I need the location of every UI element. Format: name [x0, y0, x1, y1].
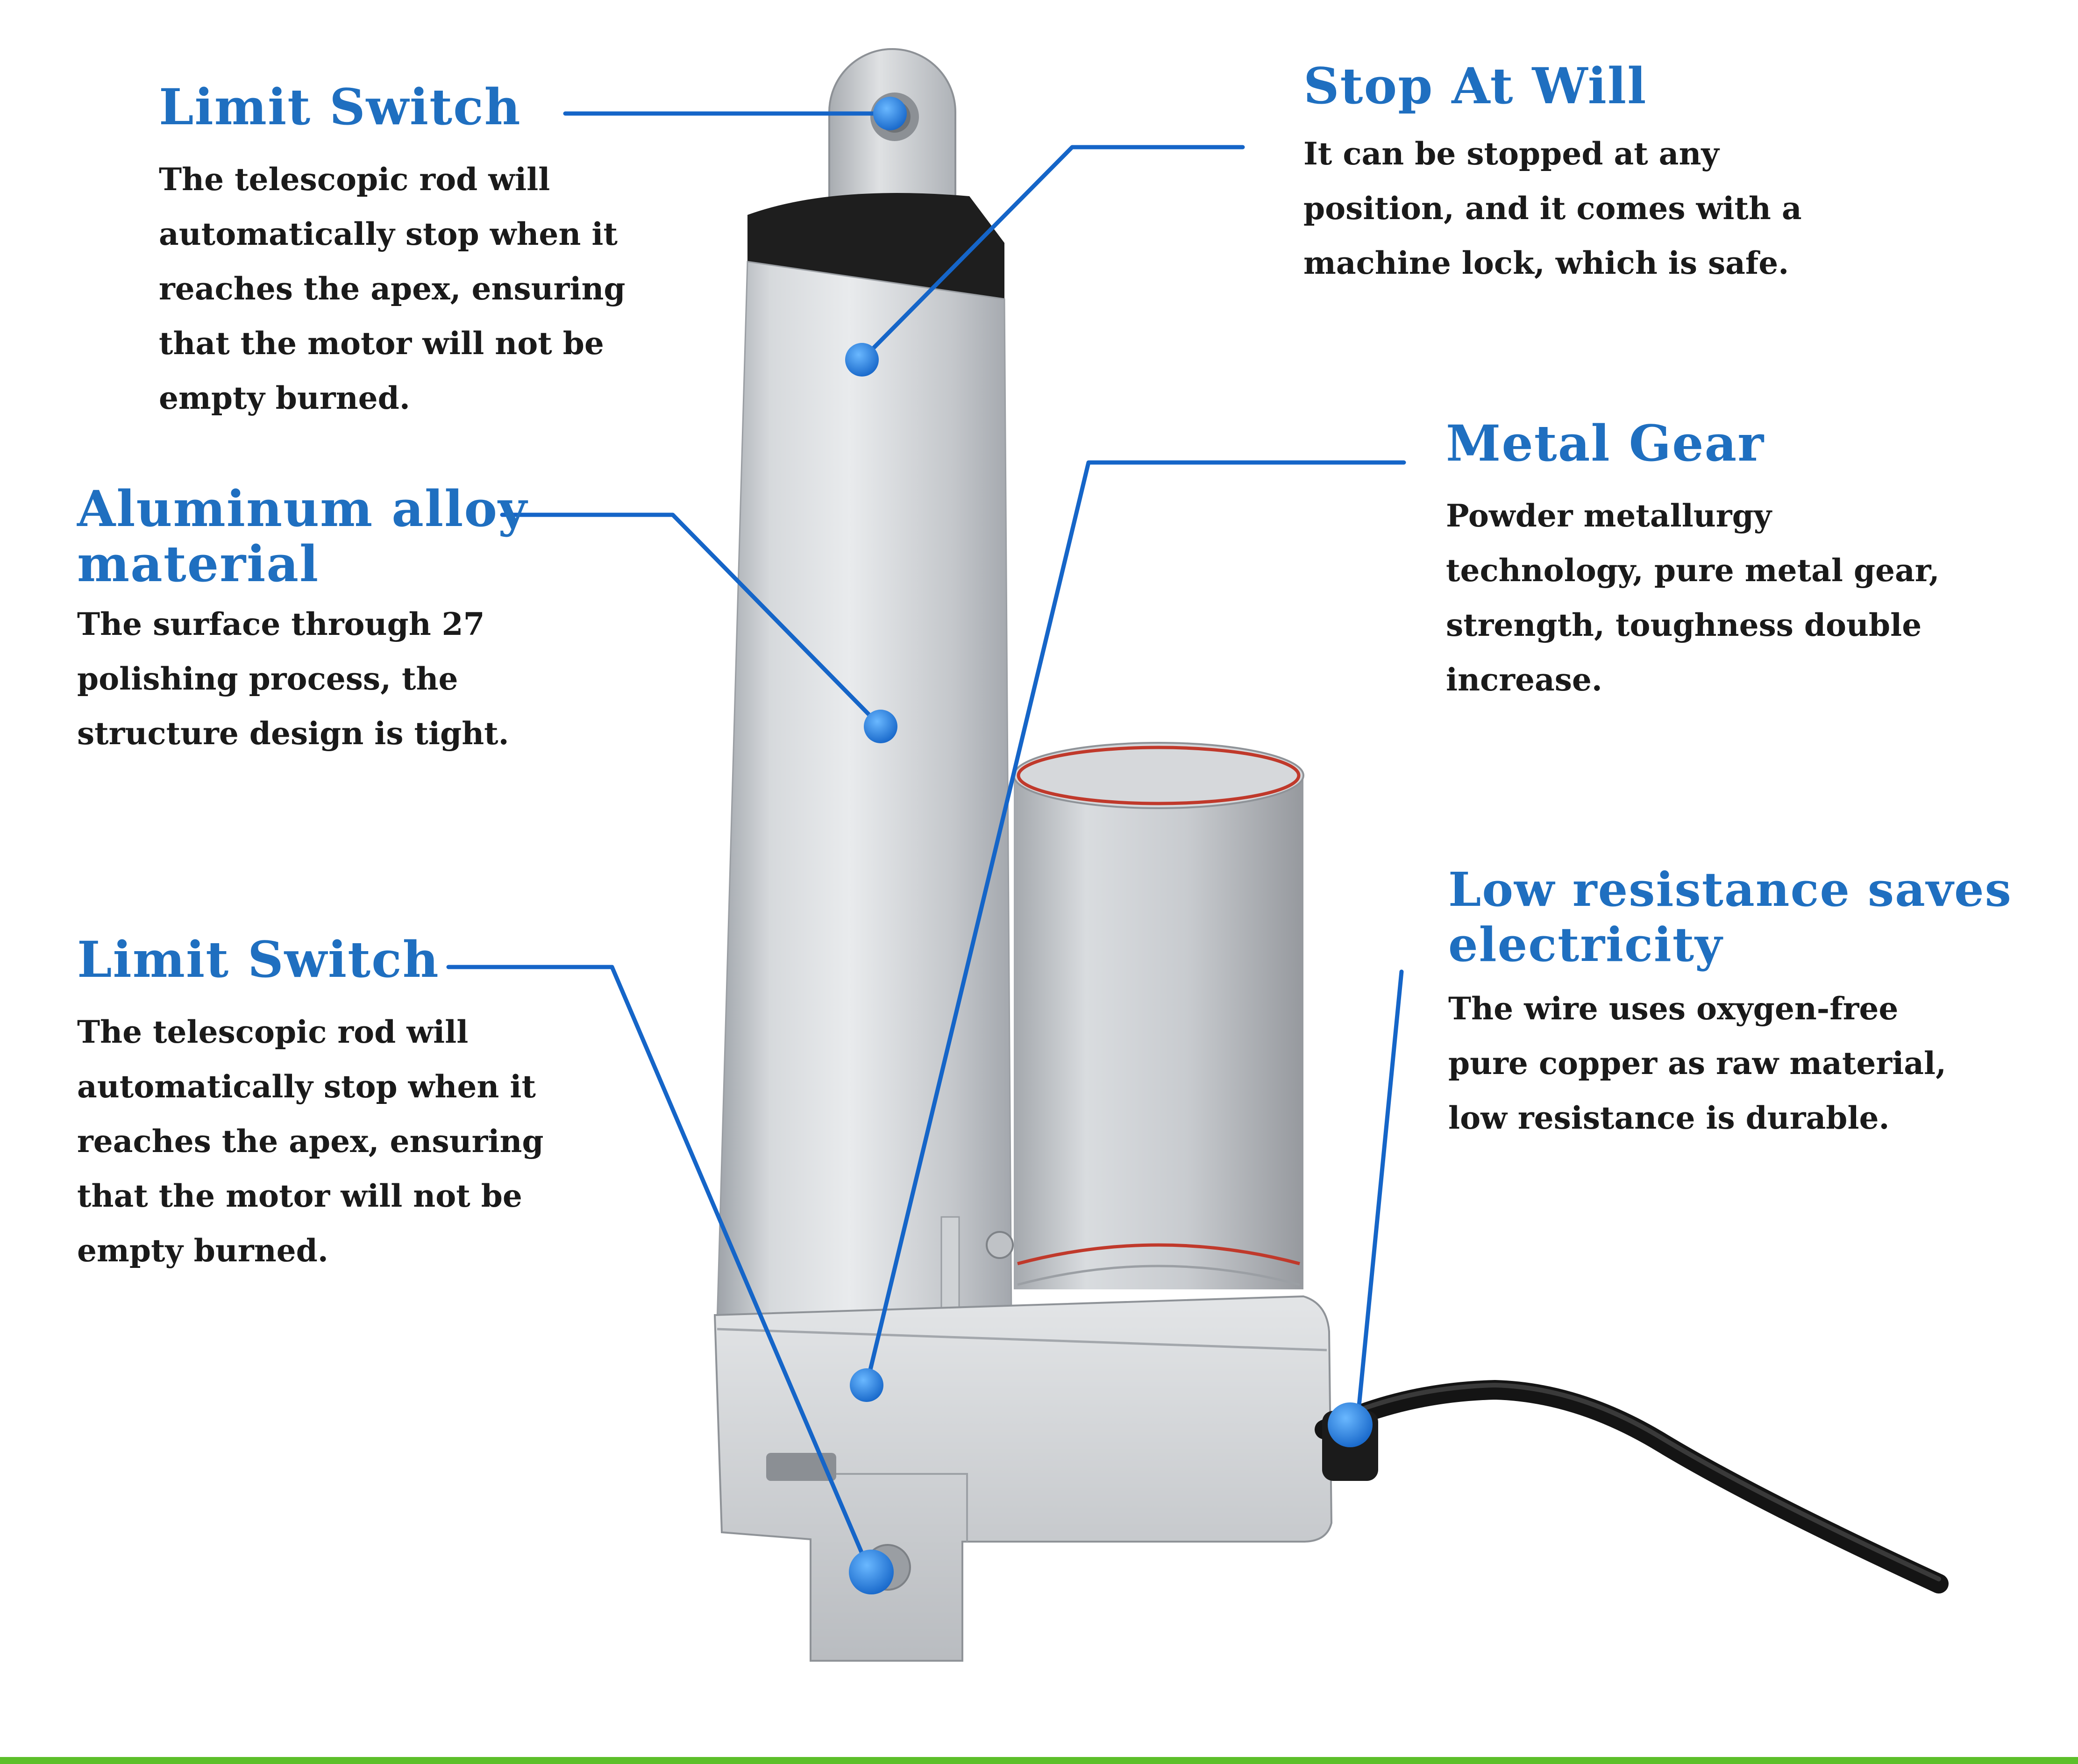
feature-description: The telescopic rod will automatically st…: [159, 161, 626, 416]
feature-description: The telescopic rod will automatically st…: [77, 1014, 544, 1269]
feature-title: Limit Switch: [77, 930, 440, 989]
callout-dot-limit-switch-bottom: [849, 1550, 894, 1594]
feature-description: The wire uses oxygen-free pure copper as…: [1448, 990, 1947, 1136]
feature-title: Stop At Will: [1303, 57, 1647, 115]
callout-dot-aluminum: [864, 710, 897, 743]
callout-dot-limit-switch-top: [873, 97, 907, 130]
feature-title: Metal Gear: [1446, 414, 1765, 472]
callout-dot-metal-gear: [850, 1368, 883, 1402]
feature-aluminum-alloy: Aluminum alloy material The surface thro…: [77, 481, 563, 761]
motor: [940, 742, 1304, 1325]
leader-line-aluminum: [500, 512, 883, 729]
bottom-accent-bar: [0, 1757, 2078, 1764]
callout-dot-low-resistance: [1328, 1402, 1373, 1447]
feature-metal-gear: Metal Gear Powder metallurgy technology,…: [1446, 416, 2007, 707]
feature-description: The surface through 27 polishing process…: [77, 606, 509, 752]
leader-lines: [446, 111, 1406, 1572]
feature-title: Aluminum alloy material: [77, 479, 528, 593]
feature-limit-switch-top: Limit Switch The telescopic rod will aut…: [159, 79, 682, 426]
leader-line-low-resistance: [1355, 969, 1404, 1427]
outer-tube: [716, 261, 1012, 1323]
callout-dot-stop-at-will: [845, 343, 879, 377]
callout-dots: [845, 97, 1373, 1594]
feature-title: Low resistance saves electricity: [1448, 862, 2012, 972]
feature-title: Limit Switch: [159, 78, 521, 136]
feature-description: It can be stopped at any position, and i…: [1303, 135, 1802, 281]
leader-line-stop-at-will: [860, 145, 1245, 362]
leader-line-limit-switch-bottom: [446, 965, 871, 1572]
feature-stop-at-will: Stop At Will It can be stopped at any po…: [1303, 58, 1901, 291]
actuator-body: [713, 48, 1949, 1662]
feature-limit-switch-bottom: Limit Switch The telescopic rod will aut…: [77, 932, 591, 1278]
feature-description: Powder metallurgy technology, pure metal…: [1446, 498, 1940, 698]
feature-low-resistance: Low resistance saves electricity The wir…: [1448, 862, 2056, 1145]
power-cable: [1315, 1380, 1949, 1593]
leader-line-metal-gear: [864, 460, 1406, 1387]
